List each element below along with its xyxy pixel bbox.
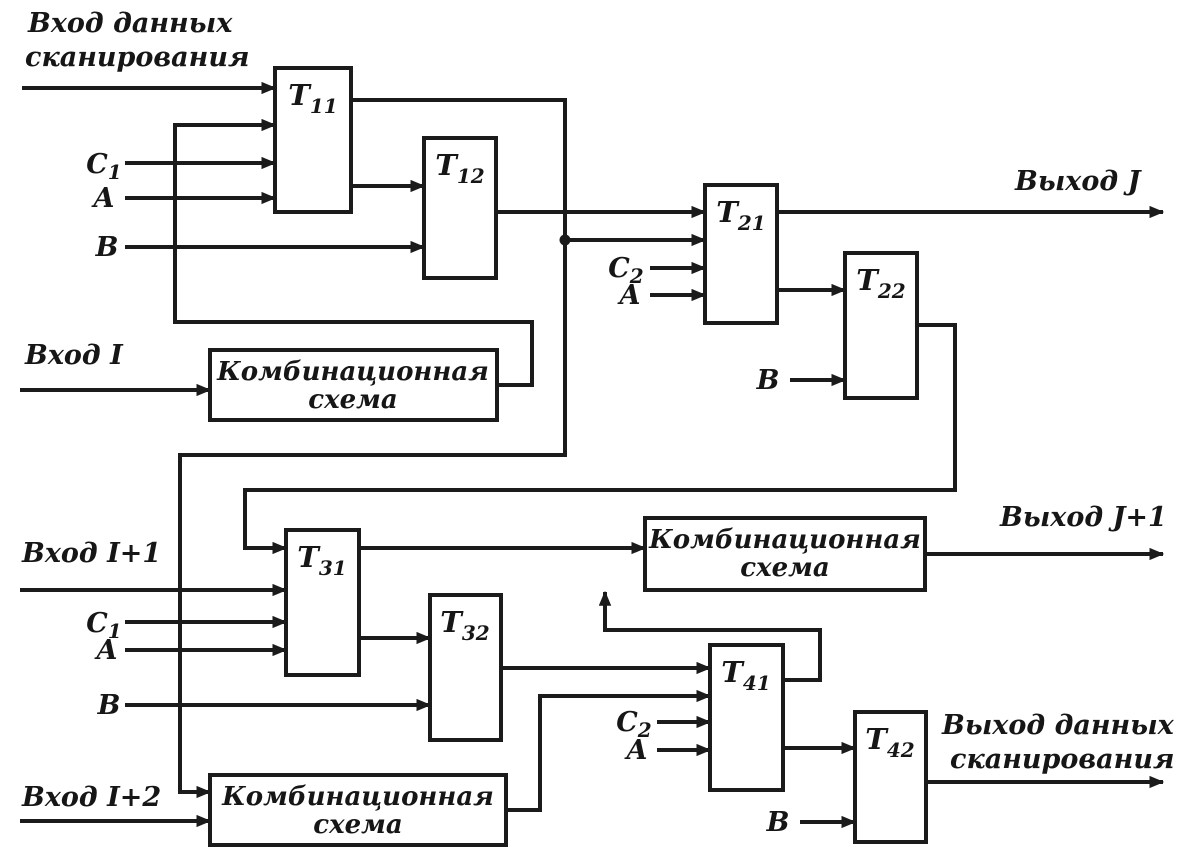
wire-t22-to-t31-scan <box>243 323 957 555</box>
t42-box <box>853 710 928 844</box>
input-i-label: Вход I <box>24 340 124 371</box>
t41-label: T41 <box>721 655 770 695</box>
t12-box <box>422 136 498 280</box>
comb1-label-line1: Комбинационная <box>216 357 489 387</box>
t41-main: T <box>721 655 745 689</box>
c1-top-sub: 1 <box>108 160 122 184</box>
t42-label: T42 <box>865 722 915 762</box>
c2-low-label: C2 <box>616 707 652 742</box>
c2-top-sub: 2 <box>629 264 644 288</box>
wire-comb3-to-t41 <box>506 689 712 812</box>
a-t21-label: A <box>617 280 641 311</box>
t32-box <box>428 593 503 742</box>
a-t41-label: A <box>624 735 648 766</box>
t21-label: T21 <box>716 195 765 235</box>
wire-comb1-feedback-to-t11 <box>173 118 534 387</box>
t12-label: T12 <box>435 148 485 188</box>
junction-dot <box>559 234 571 246</box>
wires-layer <box>20 81 1165 829</box>
wire-t11-down-to-comb3 <box>178 98 567 799</box>
b-top-label: B <box>95 232 119 263</box>
t11-box <box>273 66 353 214</box>
t31-sub: 31 <box>319 556 347 580</box>
blocks-layer <box>208 66 928 847</box>
a-low-label: A <box>94 635 118 666</box>
c2-top-label: C2 <box>608 253 644 288</box>
comb1-box <box>208 348 499 422</box>
t12-main: T <box>435 148 459 182</box>
t12-sub: 12 <box>457 164 485 188</box>
t31-box <box>284 528 361 677</box>
t42-main: T <box>865 722 889 756</box>
c1-low-main: C <box>86 608 108 639</box>
t22-label: T22 <box>856 263 906 303</box>
t32-label: T32 <box>440 605 490 645</box>
t42-sub: 42 <box>887 738 915 762</box>
b-low-label: B <box>97 690 121 721</box>
scan-data-out-label-line1: Выход данных <box>941 710 1175 741</box>
t11-sub: 11 <box>310 94 338 118</box>
output-j1-label: Выход J+1 <box>999 502 1167 533</box>
comb3-label-line1: Комбинационная <box>221 782 494 812</box>
t21-main: T <box>716 195 740 229</box>
comb2-label-line2: схема <box>740 553 829 583</box>
c2-top-main: C <box>608 253 630 284</box>
t31-main: T <box>297 540 321 574</box>
c1-top-label: C1 <box>86 149 121 184</box>
wire-t41-loop-to-comb2 <box>598 590 822 682</box>
t32-main: T <box>440 605 464 639</box>
c1-low-sub: 1 <box>108 619 122 643</box>
c2-low-sub: 2 <box>637 718 652 742</box>
c1-low-label: C1 <box>86 608 121 643</box>
comb1-label-line2: схема <box>308 385 397 415</box>
comb2-label-line1: Комбинационная <box>648 525 921 555</box>
input-i2-label: Вход I+2 <box>21 782 161 813</box>
t41-sub: 41 <box>743 671 771 695</box>
b-t42-label: B <box>766 807 790 838</box>
comb3-label-line2: схема <box>313 810 402 840</box>
text-layer: Вход данных сканирования Вход I Вход I+1… <box>21 8 1175 840</box>
c1-top-main: C <box>86 149 108 180</box>
t11-main: T <box>288 78 312 112</box>
input-i1-label: Вход I+1 <box>21 538 161 569</box>
t31-label: T31 <box>297 540 346 580</box>
c2-low-main: C <box>616 707 638 738</box>
t22-sub: 22 <box>877 279 906 303</box>
t11-label: T11 <box>288 78 337 118</box>
t21-box <box>703 183 779 325</box>
a-top-label: A <box>91 183 115 214</box>
scan-data-out-label-line2: сканирования <box>950 744 1174 775</box>
b-t22-label: B <box>756 365 780 396</box>
t22-main: T <box>856 263 880 297</box>
scan-data-in-label-line2: сканирования <box>25 42 249 73</box>
scan-data-in-label-line1: Вход данных <box>27 8 233 39</box>
t32-sub: 32 <box>462 621 490 645</box>
output-j-label: Выход J <box>1014 166 1143 197</box>
t21-sub: 21 <box>737 211 766 235</box>
